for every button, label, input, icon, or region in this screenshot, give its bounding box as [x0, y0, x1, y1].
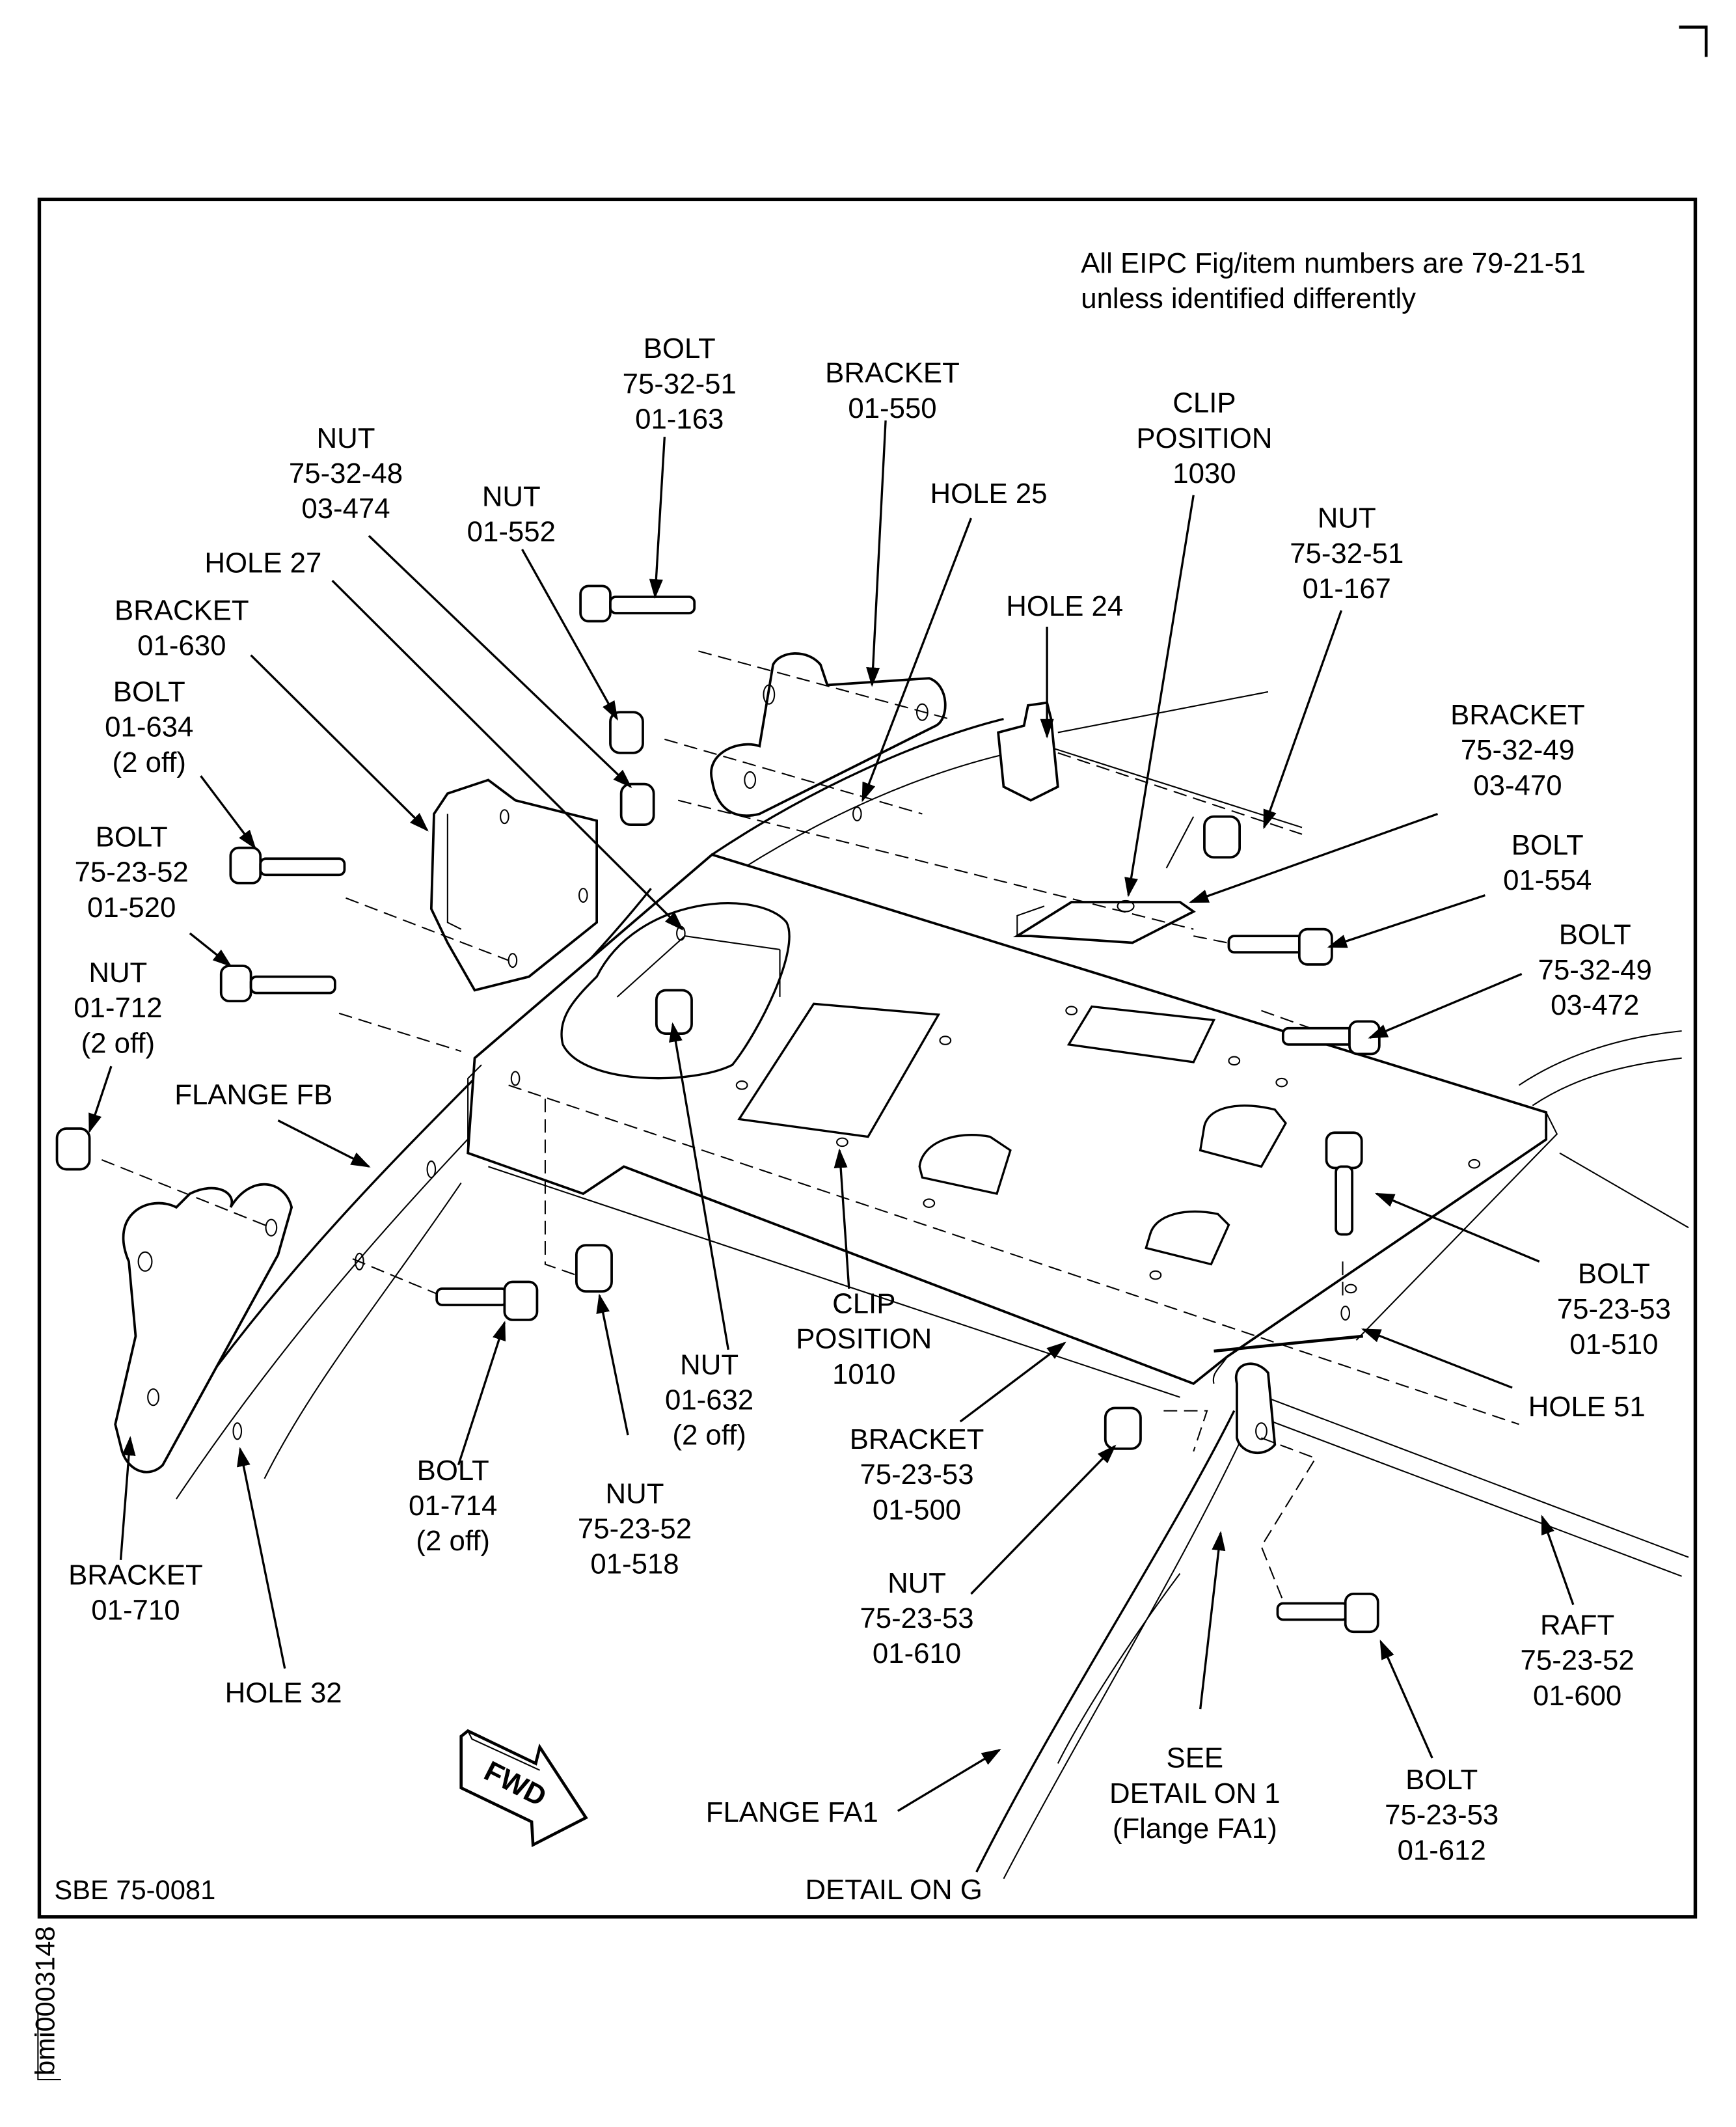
detail-title: DETAIL ON G	[805, 1874, 982, 1906]
callout-hole-51: HOLE 51	[1528, 1391, 1646, 1423]
bolt-01-163-shape	[579, 584, 696, 623]
figure-frame	[37, 197, 1698, 1919]
callout-hole-25: HOLE 25	[930, 478, 1048, 510]
image-id-bracket	[37, 2011, 61, 2081]
bolt-01-634-shape	[229, 846, 346, 885]
callout-hole-27: HOLE 27	[204, 547, 321, 579]
bolt-01-554-shape	[1227, 927, 1333, 966]
note-line-2: unless identified differently	[1081, 282, 1416, 314]
bolt-01-520-shape	[219, 965, 336, 1003]
fwd-arrow-label: FWD	[480, 1755, 552, 1813]
raft-assembly	[101, 650, 1689, 1880]
callout-hole-24: HOLE 24	[1006, 590, 1123, 622]
bolt-03-472-shape	[1281, 1020, 1381, 1056]
figure-note: All EIPC Fig/item numbers are 79-21-51 u…	[1081, 247, 1586, 314]
leader-lines	[88, 420, 1575, 1812]
nut-shapes	[55, 711, 1241, 1450]
crop-mark	[1679, 25, 1708, 57]
callout-flange-fa1: FLANGE FA1	[706, 1796, 878, 1828]
image-id: bmi0003148	[29, 1926, 60, 2075]
callout-flange-fb: FLANGE FB	[174, 1079, 332, 1111]
fasteners	[55, 584, 1381, 1634]
callout-hole-32: HOLE 32	[225, 1677, 342, 1709]
note-line-1: All EIPC Fig/item numbers are 79-21-51	[1081, 247, 1586, 279]
fwd-arrow-icon: FWD	[459, 1729, 588, 1848]
bolt-01-510-shape	[1325, 1131, 1363, 1236]
bolt-01-612-shape	[1276, 1593, 1379, 1634]
bolt-01-714-shape	[435, 1280, 539, 1321]
sbe-reference: SBE 75-0081	[54, 1874, 215, 1905]
